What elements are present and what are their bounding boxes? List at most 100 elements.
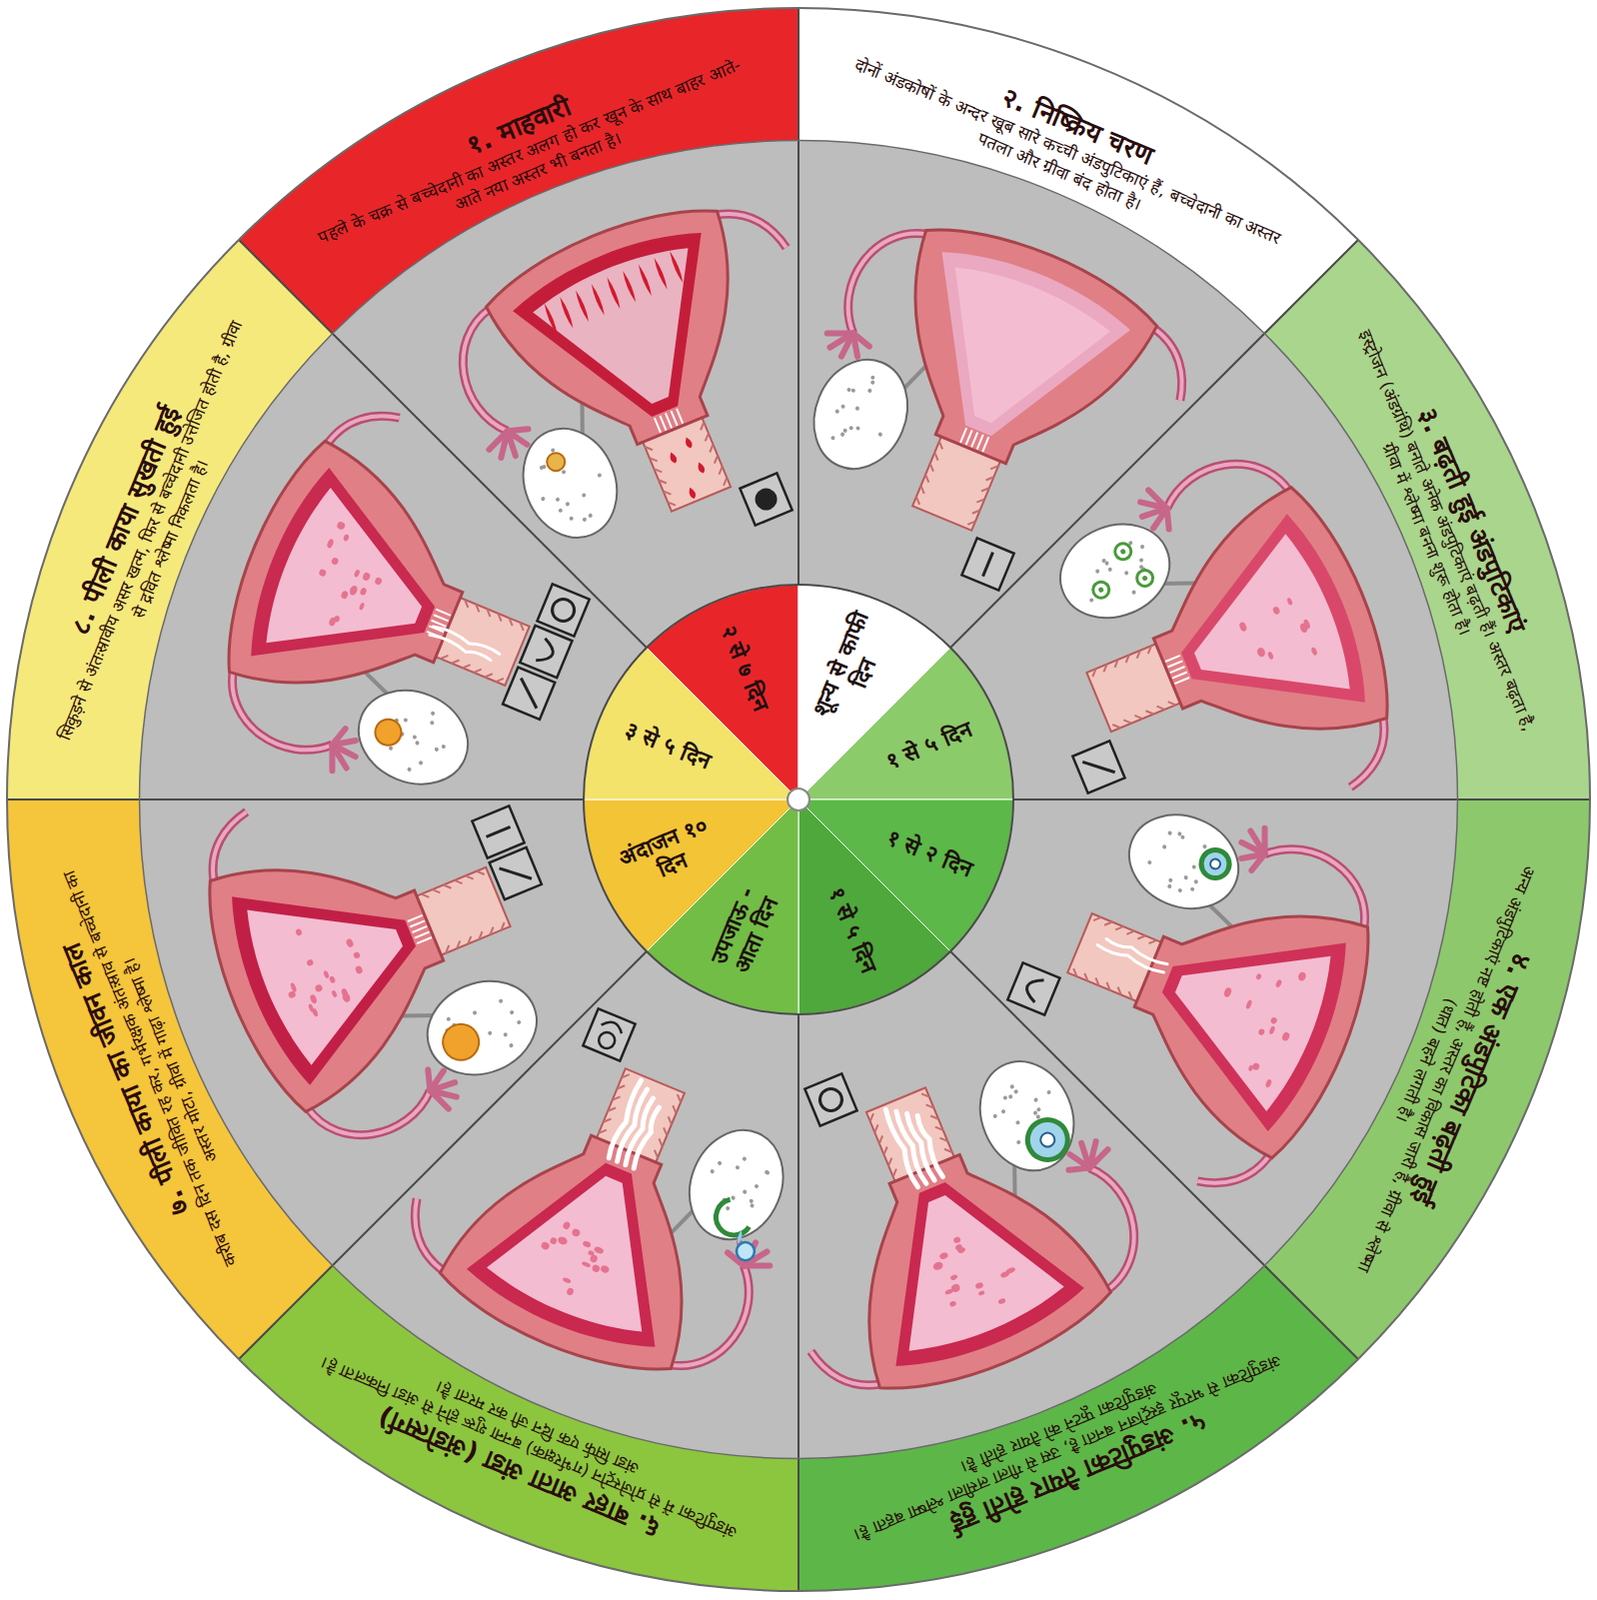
phase-picture: [717, 990, 1169, 1430]
ovary-dot: [749, 1203, 755, 1209]
blood-streak: [652, 256, 670, 290]
vagina-fold: [944, 1146, 953, 1155]
ovary: [673, 1116, 800, 1255]
ovary-dot: [445, 1016, 451, 1022]
ovary-dot: [564, 501, 570, 507]
blood-streak: [589, 282, 607, 316]
ovary-dot: [1167, 883, 1173, 889]
uterus-cavity: [1165, 529, 1361, 740]
ovary-dot: [516, 1019, 522, 1025]
mucus-symbol: [1072, 740, 1125, 793]
phase-picture: [167, 718, 607, 1170]
lining-spot: [1257, 1028, 1266, 1037]
vagina-fold: [914, 496, 923, 505]
ovary-dot: [867, 387, 873, 393]
released-egg: [733, 1239, 758, 1264]
vagina-fold: [1137, 933, 1146, 942]
cervix-plug: [676, 408, 683, 424]
ovary-dot: [1124, 570, 1130, 576]
hub-rim: [583, 584, 1014, 1015]
vagina-fold: [890, 1169, 899, 1178]
lining-spot: [587, 1250, 596, 1258]
symbol-slash: [1082, 751, 1115, 782]
vagina-fold: [1093, 915, 1102, 924]
ovary-dot: [741, 1156, 747, 1162]
ovary: [1115, 798, 1254, 925]
lining-spot: [977, 1290, 985, 1297]
lining-spot: [313, 983, 323, 993]
lining-spot: [325, 538, 335, 550]
sector-divider: [238, 951, 647, 1360]
symbol-box: [804, 1073, 857, 1126]
uterus-cavity: [1146, 906, 1342, 1117]
cervix-plug: [409, 920, 425, 927]
ovary-dot: [581, 516, 587, 522]
vagina-fold: [1101, 664, 1110, 673]
lining-spot: [1255, 973, 1263, 981]
lining-spot: [308, 993, 318, 1005]
lining-spot: [949, 1274, 958, 1282]
ovary-dot: [1089, 597, 1095, 603]
fallopian-tube: [213, 670, 345, 764]
follicle: [1021, 1113, 1074, 1166]
ovary: [506, 413, 633, 552]
symbol-bar: [486, 826, 511, 837]
vagina-fold: [603, 1116, 612, 1125]
ovary-dot: [842, 427, 848, 433]
vagina-fold: [665, 1116, 674, 1125]
vagina-fold: [675, 1094, 684, 1103]
ovary-dot: [1162, 844, 1168, 850]
yellow-body: [543, 449, 568, 474]
uterus-wall: [1120, 477, 1410, 789]
vagina-fold: [440, 653, 449, 662]
vagina-fold: [607, 1105, 616, 1114]
blood-streak: [667, 250, 685, 284]
phase-picture: [384, 972, 836, 1412]
fallopian-tube: [669, 1254, 763, 1386]
vagina-fold: [661, 1127, 670, 1136]
vagina-fold: [1112, 659, 1121, 668]
vagina-fold: [1115, 987, 1124, 996]
sector-divider: [1013, 798, 1591, 801]
ovary-dot: [430, 710, 436, 716]
lining-spot: [327, 616, 337, 627]
ovary-dot: [1167, 830, 1173, 836]
uterus-wall: [430, 1102, 742, 1392]
cervix-plug: [1170, 666, 1186, 673]
lining-spot: [294, 928, 303, 937]
lining-spot: [305, 958, 314, 967]
lining-spot: [580, 1261, 591, 1269]
lining-spot: [1275, 978, 1284, 988]
vagina-fold: [616, 1083, 625, 1092]
fallopian-tube: [1253, 835, 1385, 929]
lining-spot: [328, 975, 336, 985]
symbol-box: [582, 1008, 635, 1061]
cervix-plug: [654, 417, 661, 433]
ovary-dot: [1139, 543, 1145, 549]
cervix-plug: [416, 937, 432, 944]
lining-spot: [358, 601, 366, 611]
lining-spot: [352, 951, 361, 960]
lining-spot: [556, 1235, 569, 1247]
blood-drop: [683, 435, 694, 449]
ovary-dot: [1101, 557, 1107, 563]
symbol-box: [1007, 962, 1060, 1015]
vagina-fold: [495, 613, 504, 622]
lining-spot: [344, 937, 354, 948]
uterus-cavity: [859, 1166, 1070, 1362]
cervix-plug: [411, 926, 427, 933]
follicle: [1097, 586, 1105, 594]
ovary-dot: [502, 1032, 508, 1038]
vagina-fold: [432, 887, 441, 896]
vagina-fold: [663, 488, 672, 497]
ovary-dot: [433, 746, 439, 752]
lining-spot: [561, 1221, 571, 1232]
vagina-fold: [443, 882, 452, 891]
uterus-cavity: [905, 255, 1116, 451]
lining-spot: [1268, 1025, 1276, 1036]
ovary-dot: [1033, 1097, 1039, 1103]
vagina-fold: [1145, 645, 1154, 654]
vagina-fold: [881, 1146, 890, 1155]
symbol-dot: [751, 484, 781, 514]
